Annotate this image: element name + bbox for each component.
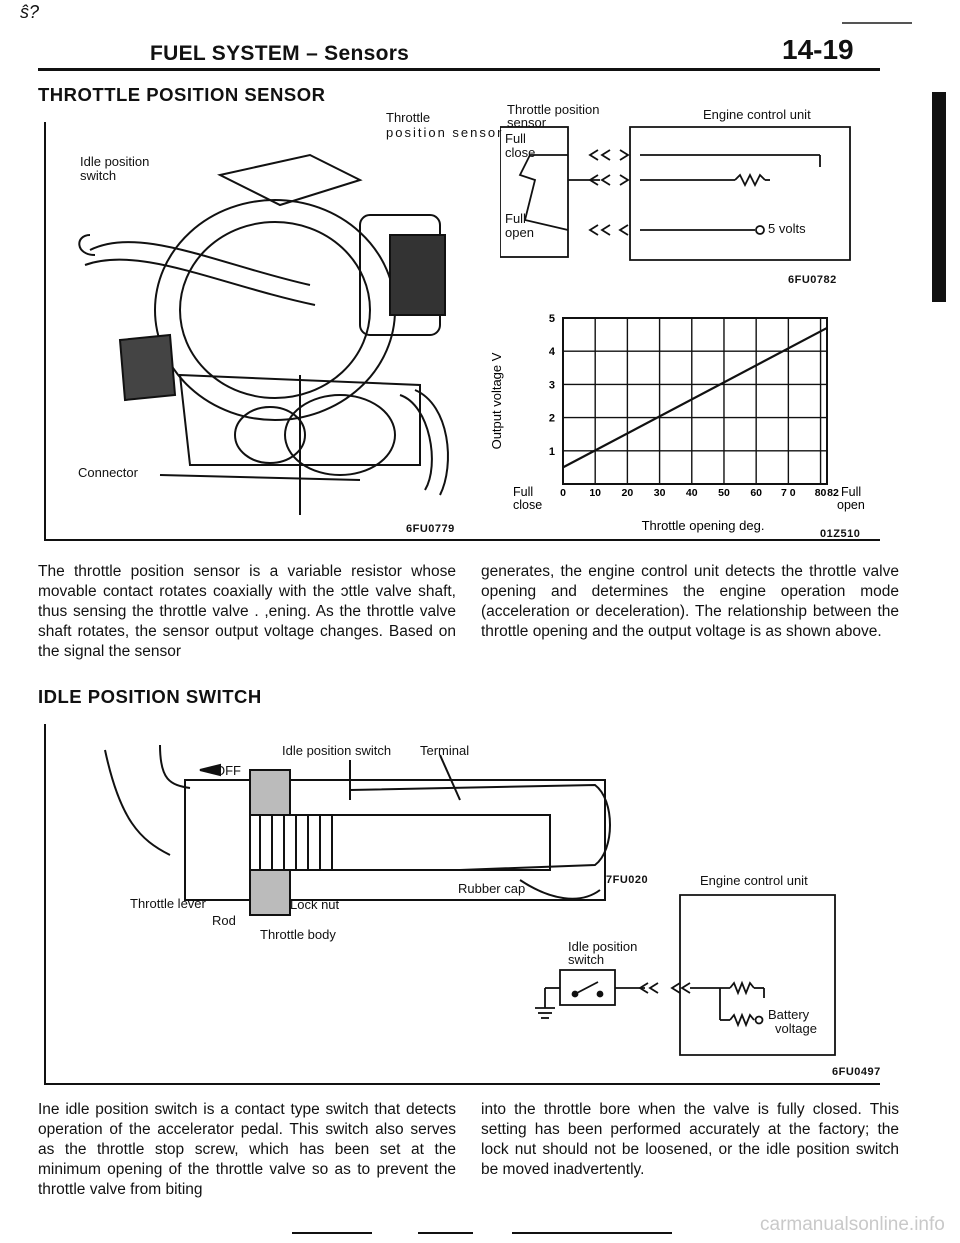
label-off: OFF [215, 763, 241, 778]
chart-label-full-open-1: Full [841, 485, 861, 499]
figure-code-6fu0782: 6FU0782 [788, 274, 837, 286]
label-idle-switch-1: Idle position [568, 939, 638, 954]
label-idle-position-switch-2: switch [80, 168, 117, 183]
chart-x-tick-label: 7 0 [781, 487, 796, 499]
label-ecu-1: Engine control unit [703, 107, 811, 122]
top-right-mark [842, 22, 912, 24]
idle-switch-circuit [535, 894, 836, 1056]
label-full-open-1: Full [505, 211, 526, 226]
chart-y-axis-label: Output voltage V [489, 352, 504, 449]
label-throttle-sensor-1: Throttle [386, 110, 431, 125]
tps-text-right: generates, the engine control unit detec… [481, 563, 899, 640]
idle-paragraph-right: into the throttle bore when the valve is… [481, 1100, 899, 1180]
label-rubber-cap: Rubber cap [458, 881, 526, 896]
chart-y-tick-label: 4 [549, 346, 556, 358]
chart-y-tick-label: 1 [549, 446, 555, 458]
chart-frame [562, 317, 828, 485]
chart-x-tick-label: 40 [686, 487, 698, 499]
label-full-open-2: open [505, 225, 534, 240]
label-5-volts: 5 volts [768, 221, 806, 236]
section-title-idle-position-switch: IDLE POSITION SWITCH [38, 686, 262, 707]
label-full-close-1: Full [505, 131, 526, 146]
section2-bottom-rule [44, 1083, 880, 1085]
label-idle-switch-2: switch [568, 952, 605, 967]
idle-paragraph-left: Ine idle position switch is a contact ty… [38, 1100, 456, 1200]
label-throttle-sensor-2: position sensor [386, 125, 504, 140]
chart-x-axis-label: Throttle opening deg. [642, 518, 765, 533]
chart-label-full-close-1: Full [513, 485, 533, 499]
label-idle-position-switch-1: Idle position [80, 154, 150, 169]
label-rod: Rod [212, 913, 236, 928]
page-number: 14-19 [782, 34, 854, 65]
label-battery: Battery [768, 1007, 810, 1022]
chart-x-tick-label: 10 [589, 487, 601, 499]
chart-x-tick-label: 60 [750, 487, 762, 499]
label-lock-nut: Lock nut [290, 897, 340, 912]
chart-y-tick-label: 2 [549, 413, 555, 425]
section-title-throttle-position-sensor: THROTTLE POSITION SENSOR [38, 84, 326, 105]
figure-code-6fu0497: 6FU0497 [832, 1066, 881, 1078]
chart-label-full-open-2: open [837, 498, 865, 512]
footer-rule-3 [512, 1232, 672, 1234]
section1-bottom-rule [44, 539, 880, 541]
header-rule [38, 68, 880, 71]
tps-circuit-diagram [500, 126, 851, 261]
page-header-title: FUEL SYSTEM – Sensors [150, 42, 410, 65]
chart-x-tick-label: 82 [827, 487, 839, 499]
section2-left-rule [44, 724, 46, 1084]
throttle-body-drawing [78, 153, 449, 515]
chart-y-tick-label: 3 [549, 379, 555, 391]
chart-x-tick-label: 20 [622, 487, 634, 499]
figure-code-6fu0779: 6FU0779 [406, 523, 455, 535]
label-voltage: voltage [775, 1021, 817, 1036]
tps-paragraph-right: generates, the engine control unit detec… [481, 562, 899, 642]
label-tps-2: sensor [507, 115, 547, 130]
label-throttle-lever: Throttle lever [130, 896, 206, 911]
idle-switch-drawing [104, 744, 611, 916]
chart-x-tick-label: 30 [654, 487, 666, 499]
chart-series-line [562, 326, 828, 469]
chart-x-tick-label: 80 [815, 487, 827, 499]
thumb-tab-bar [932, 92, 946, 302]
corner-mark: ŝ? [20, 2, 40, 22]
idle-text-left: Ine idle position switch is a contact ty… [38, 1101, 456, 1198]
chart-x-tick-label: 50 [718, 487, 730, 499]
label-idle-position-switch: Idle position switch [282, 743, 392, 758]
label-terminal: Terminal [420, 743, 470, 758]
section1-left-rule [44, 122, 46, 540]
tps-paragraph-left: The throttle position sensor is a variab… [38, 562, 456, 662]
idle-text-right: into the throttle bore when the valve is… [481, 1101, 899, 1178]
footer-watermark: carmanualsonline.info [760, 1214, 945, 1235]
chart-x-tick-label: 0 [560, 487, 566, 499]
label-connector: Connector [78, 465, 138, 480]
figure-code-7fu020: 7FU020 [606, 874, 649, 886]
tps-text-left: The throttle position sensor is a variab… [38, 563, 456, 660]
label-throttle-body: Throttle body [260, 927, 336, 942]
footer-rule-1 [292, 1232, 372, 1234]
label-tps-1: Throttle position [507, 102, 600, 117]
chart-label-full-close-2: close [513, 498, 542, 512]
label-ecu-2: Engine control unit [700, 873, 808, 888]
label-full-close-2: close [505, 145, 536, 160]
chart-y-tick-label: 5 [549, 313, 555, 325]
footer-rule-2 [418, 1232, 473, 1234]
figure-code-01z510: 01Z510 [820, 528, 861, 540]
